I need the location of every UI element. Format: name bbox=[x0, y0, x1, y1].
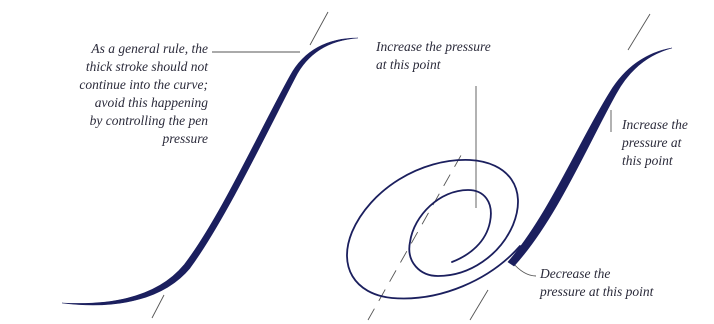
spiral-stroke bbox=[347, 160, 520, 299]
annotation-general-rule: As a general rule, the thick stroke shou… bbox=[10, 40, 208, 148]
annotation-increase-pressure-top: Increase the pressure at this point bbox=[376, 38, 546, 74]
slant-guide-left-top bbox=[310, 12, 328, 45]
slant-guide-right-bottom bbox=[470, 290, 488, 320]
slant-guide-middle bbox=[368, 150, 464, 320]
slant-guide-right-top bbox=[628, 14, 650, 50]
annotation-increase-pressure-right: Increase the pressure at this point bbox=[622, 116, 712, 170]
slant-guide-left-bottom bbox=[152, 295, 164, 318]
annotation-decrease-pressure: Decrease the pressure at this point bbox=[540, 265, 712, 301]
